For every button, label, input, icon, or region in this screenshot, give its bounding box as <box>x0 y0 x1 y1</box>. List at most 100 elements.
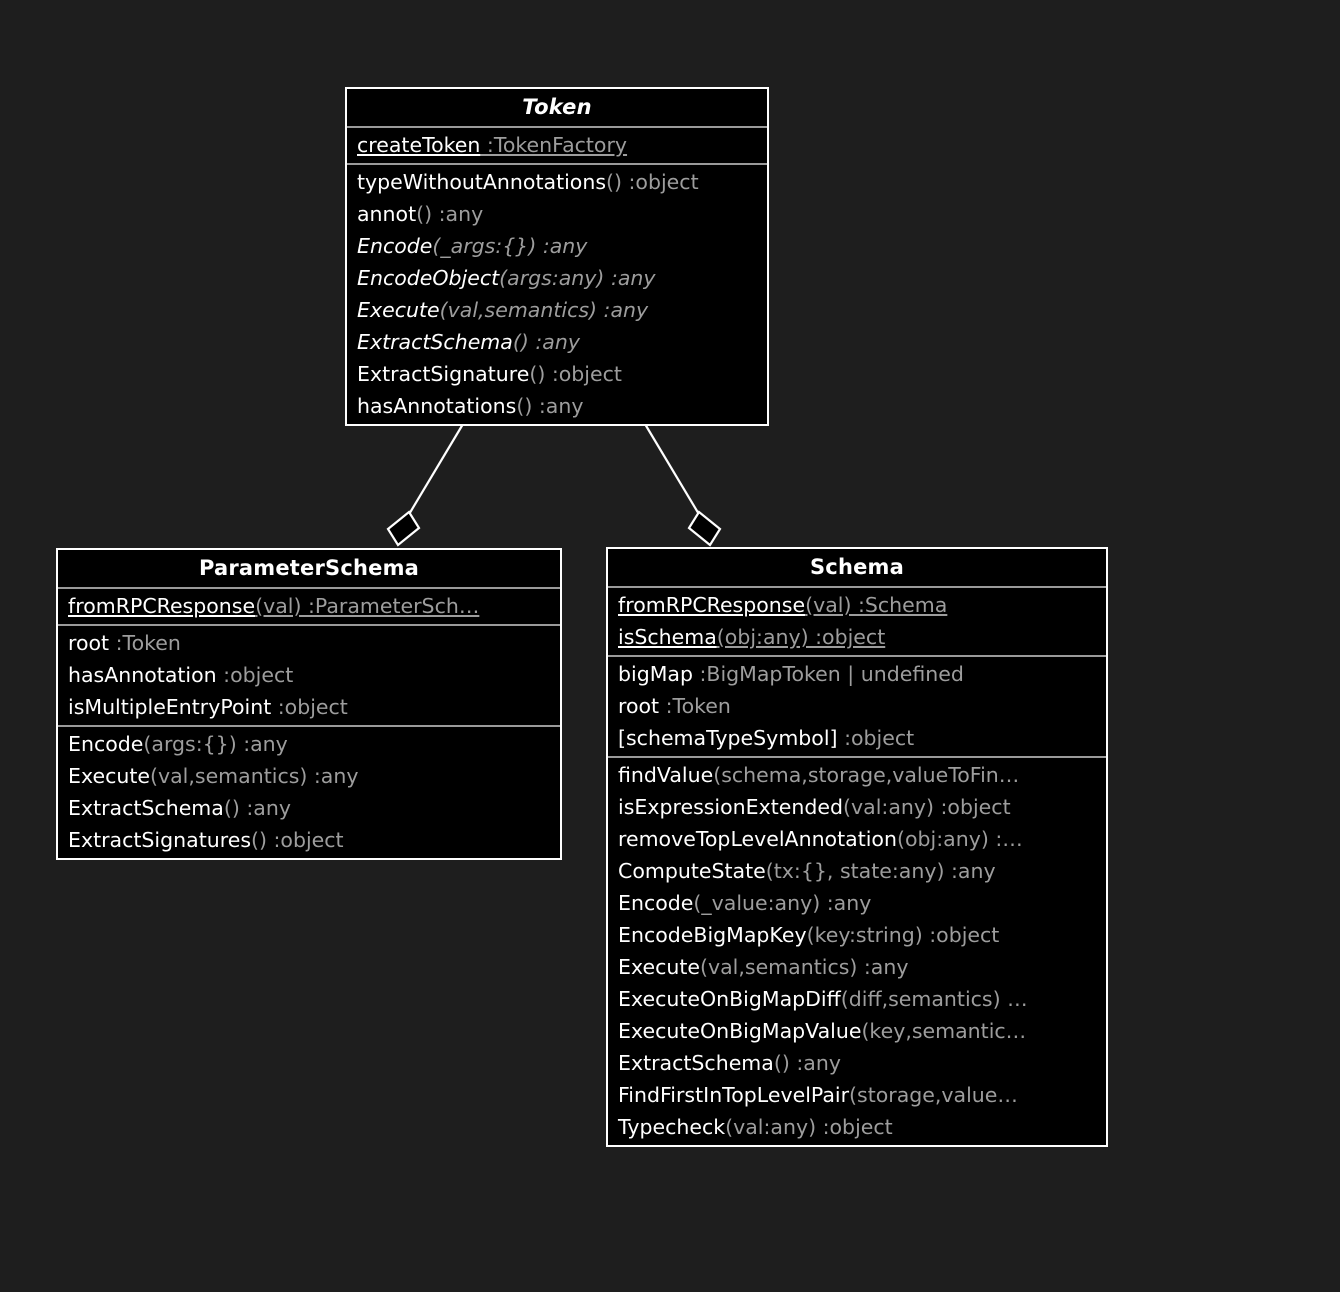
member-name: createToken <box>357 133 481 157</box>
member-detail: (diff,semantics) … <box>840 987 1028 1011</box>
class-box-schema[interactable]: Schema fromRPCResponse(val) :Schema isSc… <box>606 547 1108 1147</box>
member-detail: () :any <box>416 202 484 226</box>
member-row[interactable]: EncodeBigMapKey(key:string) :object <box>608 919 1106 951</box>
member-name: Execute <box>68 764 150 788</box>
title-divider <box>608 586 1106 588</box>
class-title-token: Token <box>522 95 592 119</box>
member-row[interactable]: fromRPCResponse(val) :Schema <box>608 589 1106 621</box>
member-detail: () :any <box>773 1051 841 1075</box>
member-row[interactable]: hasAnnotation :object <box>58 659 560 691</box>
member-name: removeTopLevelAnnotation <box>618 827 897 851</box>
member-row[interactable]: ExecuteOnBigMapValue(key,semantic… <box>608 1015 1106 1047</box>
compartment-divider <box>58 624 560 626</box>
member-row[interactable]: typeWithoutAnnotations() :object <box>347 166 767 198</box>
member-row[interactable]: ExtractSignature() :object <box>347 358 767 390</box>
title-divider <box>347 126 767 128</box>
member-detail: (key:string) :object <box>806 923 1000 947</box>
compartment-fields-parameterschema: root :Token hasAnnotation :object isMult… <box>58 626 560 725</box>
member-detail: (_value:any) :any <box>693 891 872 915</box>
member-row[interactable]: Execute(val,semantics) :any <box>347 294 767 326</box>
member-row[interactable]: Encode(args:{}) :any <box>58 728 560 760</box>
member-name: fromRPCResponse <box>68 594 256 618</box>
member-detail: :Token <box>659 694 731 718</box>
member-detail: () :object <box>251 828 344 852</box>
member-detail: (val,semantics) :any <box>699 955 909 979</box>
member-name: Encode <box>618 891 694 915</box>
member-name: isSchema <box>618 625 717 649</box>
member-row[interactable]: root :Token <box>58 627 560 659</box>
compartment-divider <box>608 756 1106 758</box>
member-detail: :object <box>837 726 915 750</box>
member-row[interactable]: findValue(schema,storage,valueToFin… <box>608 759 1106 791</box>
member-row[interactable]: [schemaTypeSymbol] :object <box>608 722 1106 754</box>
member-row[interactable]: ExtractSignatures() :object <box>58 824 560 856</box>
member-row[interactable]: removeTopLevelAnnotation(obj:any) :… <box>608 823 1106 855</box>
member-name: ExtractSchema <box>357 330 513 354</box>
member-detail: :object <box>271 695 348 719</box>
member-name: isMultipleEntryPoint <box>68 695 272 719</box>
member-row[interactable]: Encode(_args:{}) :any <box>347 230 767 262</box>
member-name: ExtractSchema <box>618 1051 774 1075</box>
member-detail: (val:any) :object <box>725 1115 893 1139</box>
class-box-token[interactable]: Token createToken :TokenFactory typeWith… <box>345 87 769 426</box>
member-row[interactable]: isMultipleEntryPoint :object <box>58 691 560 723</box>
member-name: findValue <box>618 763 714 787</box>
member-name: fromRPCResponse <box>618 593 806 617</box>
member-row[interactable]: Execute(val,semantics) :any <box>58 760 560 792</box>
edge-token-schema <box>634 410 722 547</box>
member-row[interactable]: ExtractSchema() :any <box>608 1047 1106 1079</box>
member-row[interactable]: Encode(_value:any) :any <box>608 887 1106 919</box>
compartment-static-parameterschema: fromRPCResponse(val) :ParameterSch… <box>58 589 560 624</box>
member-name: ExecuteOnBigMapValue <box>618 1019 862 1043</box>
member-row[interactable]: isSchema(obj:any) :object <box>608 621 1106 653</box>
member-detail: (obj:any) :object <box>716 625 886 649</box>
member-name: hasAnnotation <box>68 663 217 687</box>
member-row[interactable]: Execute(val,semantics) :any <box>608 951 1106 983</box>
member-detail: () :any <box>223 796 291 820</box>
member-row[interactable]: EncodeObject(args:any) :any <box>347 262 767 294</box>
member-row[interactable]: annot() :any <box>347 198 767 230</box>
member-name: hasAnnotations <box>357 394 517 418</box>
edge-line <box>641 418 704 522</box>
compartment-divider <box>347 163 767 165</box>
member-name: Encode <box>357 234 433 258</box>
member-name: ExtractSignature <box>357 362 530 386</box>
hollow-diamond-marker <box>386 510 421 547</box>
member-row[interactable]: FindFirstInTopLevelPair(storage,value… <box>608 1079 1106 1111</box>
class-box-parameterschema[interactable]: ParameterSchema fromRPCResponse(val) :Pa… <box>56 548 562 860</box>
member-row[interactable]: isExpressionExtended(val:any) :object <box>608 791 1106 823</box>
member-detail: :object <box>216 663 294 687</box>
edge-line <box>404 418 467 522</box>
member-detail: (args:{}) :any <box>143 732 288 756</box>
edge-token-parameterschema <box>386 410 474 547</box>
member-detail: (val) :Schema <box>805 593 948 617</box>
member-row[interactable]: bigMap :BigMapToken | undefined <box>608 658 1106 690</box>
member-name: Encode <box>68 732 144 756</box>
member-row[interactable]: createToken :TokenFactory <box>347 129 767 161</box>
member-name: Typecheck <box>618 1115 726 1139</box>
member-row[interactable]: ExtractSchema() :any <box>347 326 767 358</box>
member-detail: :Token <box>109 631 181 655</box>
member-row[interactable]: fromRPCResponse(val) :ParameterSch… <box>58 590 560 622</box>
member-row[interactable]: hasAnnotations() :any <box>347 390 767 422</box>
member-name: typeWithoutAnnotations <box>357 170 607 194</box>
member-name: FindFirstInTopLevelPair <box>618 1083 850 1107</box>
member-row[interactable]: ExtractSchema() :any <box>58 792 560 824</box>
compartment-methods-token: typeWithoutAnnotations() :object annot()… <box>347 165 767 424</box>
member-name: ExecuteOnBigMapDiff <box>618 987 841 1011</box>
member-name: ExtractSignatures <box>68 828 251 852</box>
member-row[interactable]: Typecheck(val:any) :object <box>608 1111 1106 1143</box>
member-detail: :TokenFactory <box>480 133 628 157</box>
member-row[interactable]: root :Token <box>608 690 1106 722</box>
compartment-static-schema: fromRPCResponse(val) :Schema isSchema(ob… <box>608 588 1106 655</box>
member-row[interactable]: ExecuteOnBigMapDiff(diff,semantics) … <box>608 983 1106 1015</box>
compartment-methods-schema: findValue(schema,storage,valueToFin… isE… <box>608 758 1106 1145</box>
hollow-diamond-marker <box>687 510 722 547</box>
member-name: ComputeState <box>618 859 766 883</box>
member-detail: (obj:any) :… <box>896 827 1023 851</box>
member-name: EncodeObject <box>357 266 500 290</box>
member-row[interactable]: ComputeState(tx:{}, state:any) :any <box>608 855 1106 887</box>
title-divider <box>58 587 560 589</box>
member-name: ExtractSchema <box>68 796 224 820</box>
